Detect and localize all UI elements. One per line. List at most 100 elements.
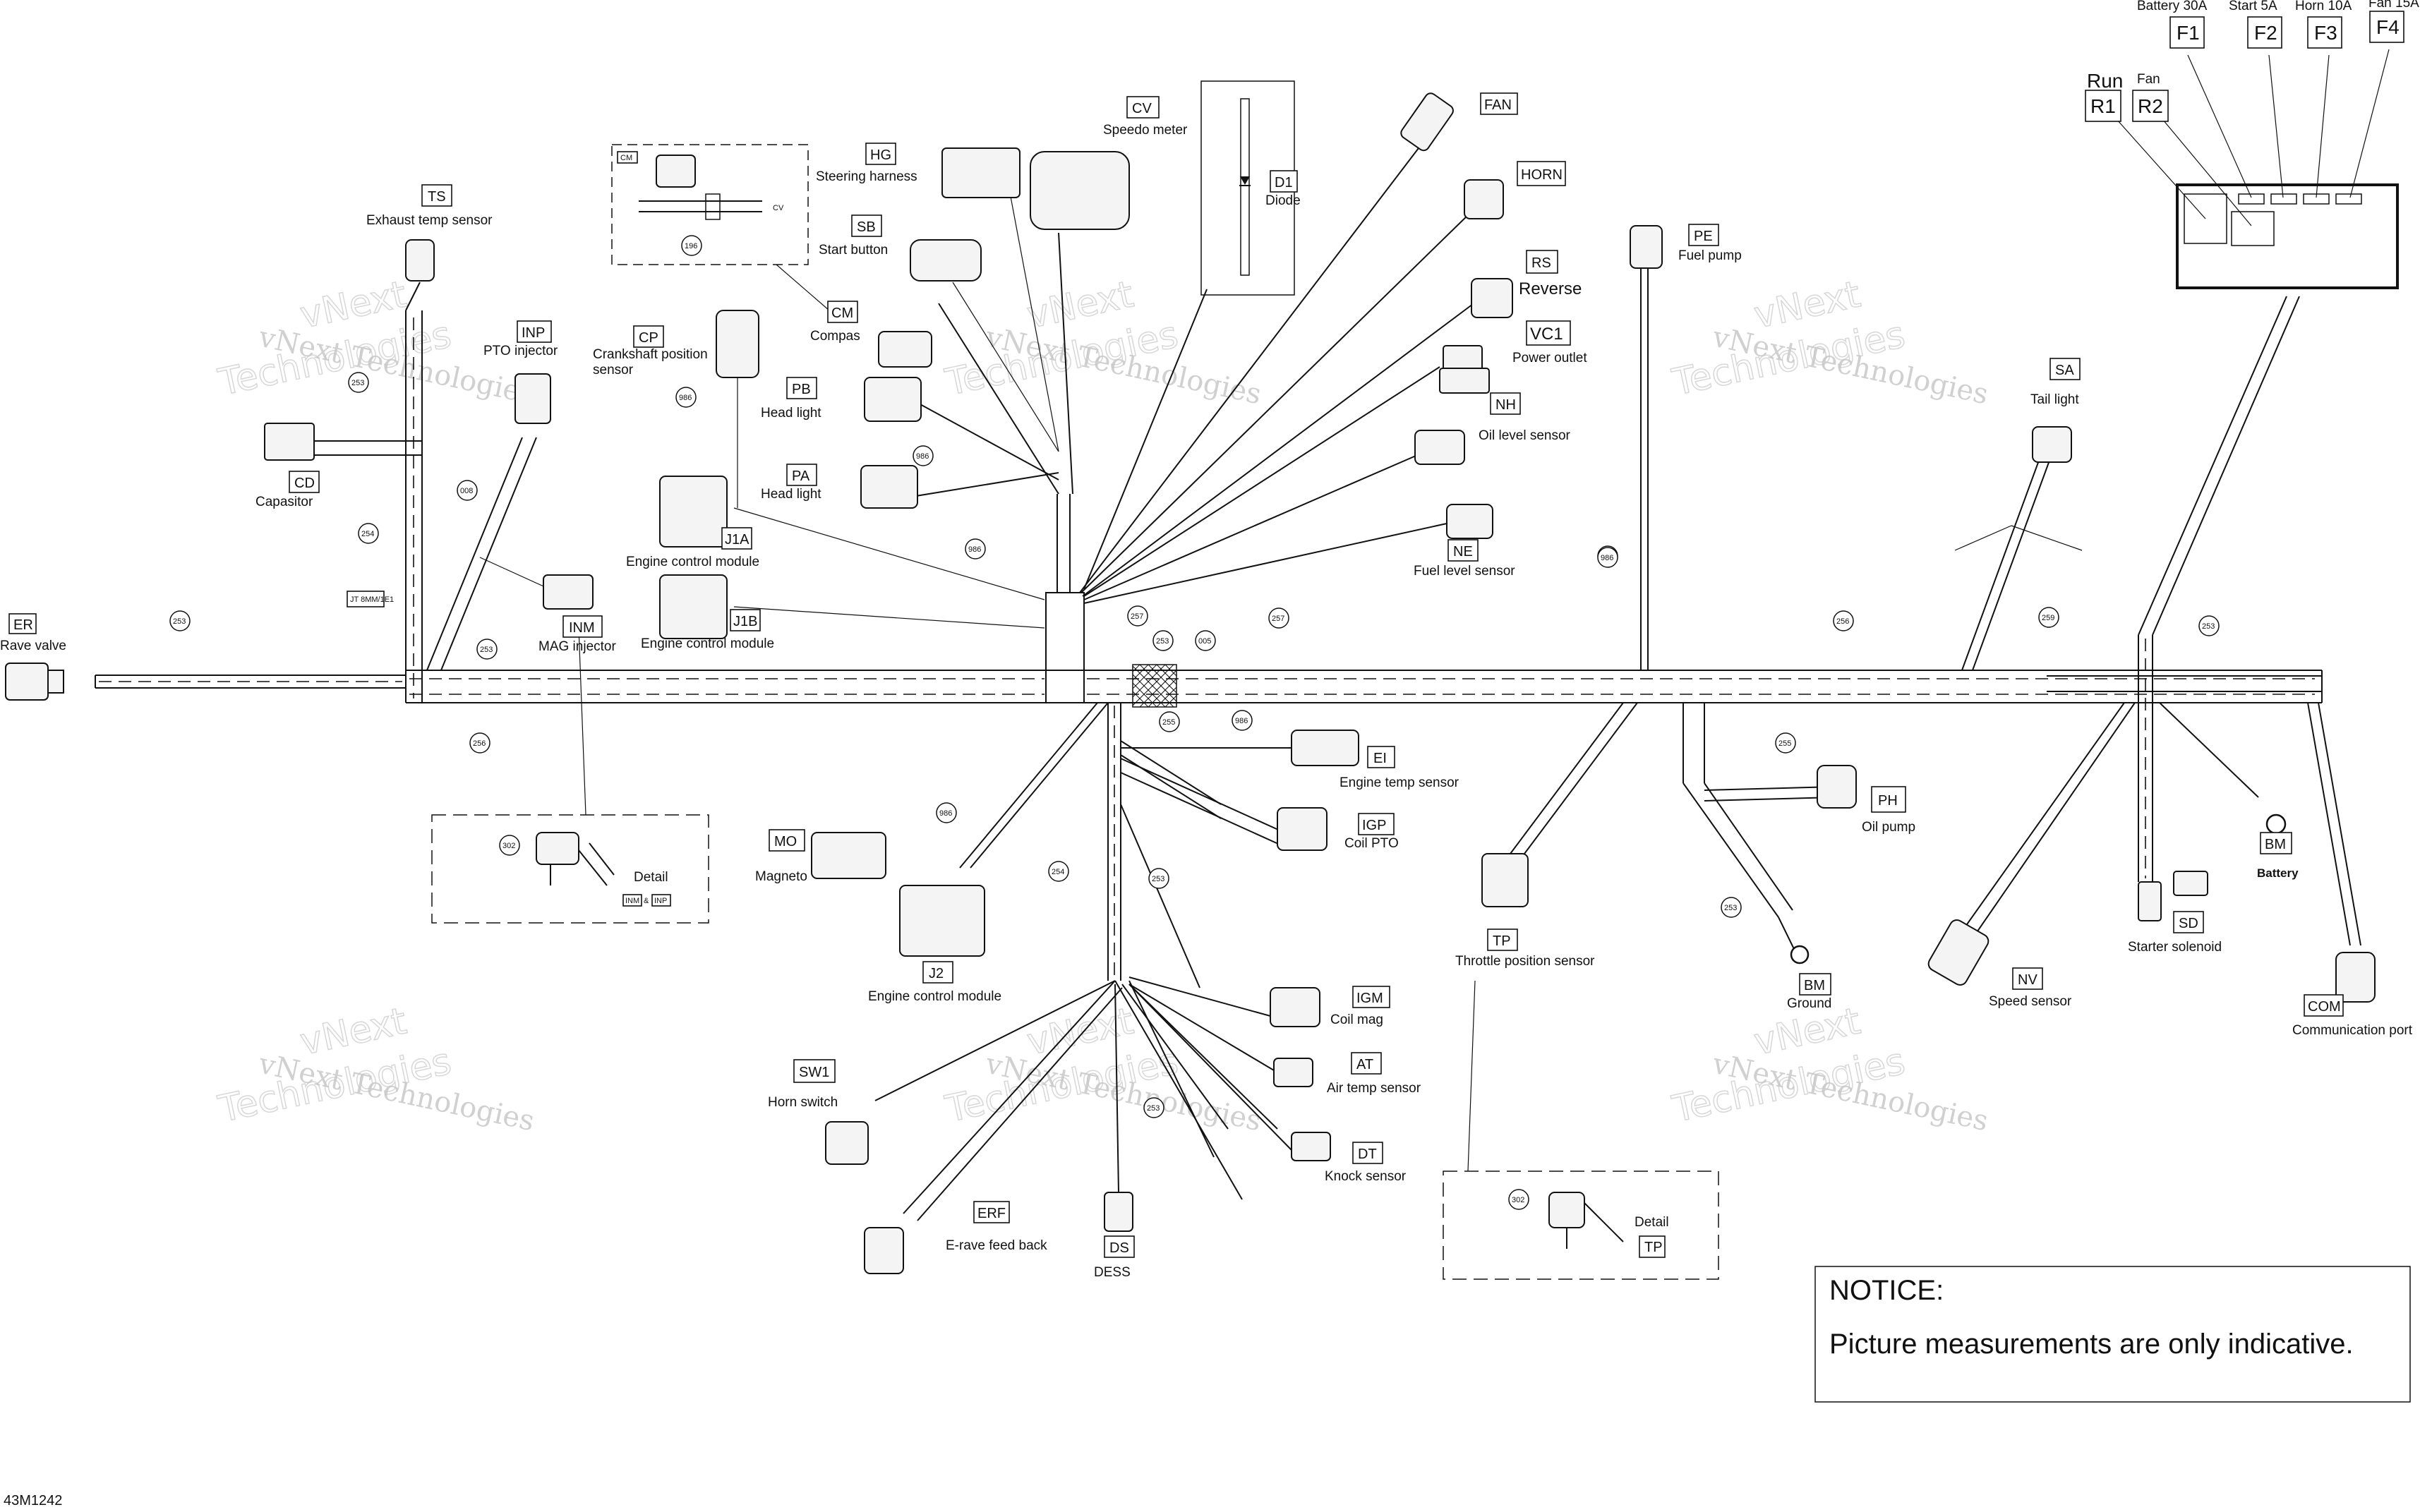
code-sd: SD	[2179, 916, 2198, 931]
fuse-f2-code: F2	[2254, 22, 2277, 44]
diode-label: Diode	[1265, 193, 1301, 208]
ref-bubble: 253	[1152, 875, 1164, 883]
code-horn: HORN	[1521, 167, 1563, 183]
ref-bubble: 986	[679, 394, 692, 402]
diode-code: D1	[1275, 175, 1293, 190]
label-nh: Oil level sensor	[1479, 428, 1571, 443]
reference-bubbles: 253 253 254 253 256 008 253 986 986 986 …	[169, 372, 2220, 1118]
code-rs: RS	[1531, 255, 1551, 271]
detail-right: 302 Detail TP	[1443, 980, 1719, 1280]
label-ei: Engine temp sensor	[1340, 775, 1459, 790]
detail-left-tag2: INP	[654, 897, 667, 905]
label-tp: Throttle position sensor	[1455, 954, 1595, 969]
code-nh: NH	[1495, 397, 1516, 413]
fuse-f4-label: Fan 15A	[2368, 0, 2419, 11]
label-inm: MAG injector	[538, 639, 616, 654]
code-igm: IGM	[1356, 991, 1383, 1006]
ref-bubble: 255	[1778, 739, 1791, 748]
ref-bubble: 255	[1162, 718, 1175, 727]
code-j1a: J1A	[725, 532, 750, 548]
headlight-pa-connector-icon	[860, 465, 918, 509]
relay-r2-tag	[2132, 90, 2169, 122]
ref-bubble: 005	[1198, 637, 1211, 646]
label-pa: Head light	[761, 487, 821, 502]
ref-bubble: 254	[361, 530, 374, 538]
code-erf: ERF	[977, 1206, 1006, 1221]
code-ne: NE	[1453, 544, 1473, 560]
detail-left-tag1: INM	[625, 897, 639, 905]
horn-switch-connector-icon	[825, 1121, 869, 1165]
steering-harness-connector-icon	[941, 147, 1021, 198]
code-pe: PE	[1694, 229, 1713, 244]
ref-bubble: 253	[173, 617, 186, 626]
diagram-id: 43M1242	[4, 1493, 62, 1508]
jt-note: JT 8MM/1E1	[350, 595, 394, 604]
detail-right-tag: TP	[1644, 1240, 1663, 1255]
code-dt: DT	[1358, 1147, 1377, 1162]
compass-connector-icon	[878, 331, 932, 368]
engine-temp-sensor-connector-icon	[1291, 730, 1359, 766]
code-ds: DS	[1109, 1240, 1129, 1256]
label-bm: Battery	[2257, 866, 2299, 880]
code-nv: NV	[2018, 972, 2037, 988]
coil-mag-connector-icon	[1270, 987, 1320, 1027]
cm-detail-cv: CV	[773, 204, 784, 212]
label-j1b: Engine control module	[641, 636, 774, 651]
component-labels: ER Rave valve TS Exhaust temp sensor INP…	[0, 92, 2413, 1280]
ref-bubble: 257	[1272, 615, 1284, 623]
label-sb: Start button	[819, 243, 888, 258]
code-com: COM	[2308, 999, 2341, 1015]
dess-connector-icon	[1104, 1192, 1133, 1232]
diode-tag	[1270, 170, 1298, 193]
branch-wires	[311, 147, 2361, 1221]
ground-ring-icon	[1790, 945, 1810, 964]
label-mo: Magneto	[755, 869, 807, 884]
label-pe: Fuel pump	[1678, 248, 1742, 263]
code-cv: CV	[1132, 101, 1152, 116]
fuse-f2-label: Start 5A	[2229, 0, 2277, 13]
label-j1a: Engine control module	[626, 555, 759, 569]
connector-shapes	[5, 92, 2376, 1274]
watermark-group: vNext Technologies Technologies vNext vN…	[215, 273, 1992, 1138]
code-igp: IGP	[1362, 818, 1386, 833]
label-erf: E-rave feed back	[946, 1238, 1047, 1253]
code-at: AT	[1356, 1057, 1373, 1072]
code-pb: PB	[792, 382, 811, 397]
code-ei: EI	[1373, 751, 1387, 766]
reverse-connector-icon	[1471, 278, 1513, 318]
crankshaft-sensor-icon	[716, 310, 759, 378]
fan-connector-icon	[1400, 92, 1454, 152]
code-ts: TS	[428, 189, 446, 205]
main-harness	[95, 296, 2323, 981]
code-sa: SA	[2055, 363, 2074, 378]
oil-pump-connector-icon	[1817, 765, 1857, 809]
ref-bubble: 256	[1836, 617, 1849, 626]
fuse-f1-code: F1	[2177, 22, 2200, 44]
relay-r1-label: Run	[2087, 70, 2123, 92]
cm-detail-tag-text: CM	[620, 154, 632, 162]
fuse-f4-code: F4	[2376, 16, 2400, 38]
label-er: Rave valve	[0, 639, 66, 653]
code-inp: INP	[522, 325, 545, 341]
rave-valve-connector-icon	[5, 663, 49, 701]
ref-bubble: 259	[2042, 614, 2054, 622]
label-dt: Knock sensor	[1325, 1169, 1407, 1184]
ref-bubble: 253	[351, 379, 364, 387]
horn-connector-icon	[1464, 179, 1504, 219]
fuse-f3-label: Horn 10A	[2295, 0, 2352, 13]
label-cp-2: sensor	[593, 363, 634, 377]
ref-bubble: 256	[473, 739, 486, 748]
label-at: Air temp sensor	[1327, 1081, 1421, 1096]
label-nv: Speed sensor	[1989, 994, 2072, 1009]
headlight-pb-connector-icon	[864, 377, 922, 422]
fuse-f3-tag	[2307, 16, 2342, 49]
label-ds: DESS	[1094, 1265, 1131, 1280]
ref-bubble: 253	[480, 646, 493, 654]
label-sd: Starter solenoid	[2128, 940, 2222, 955]
compass-detail: CM CV 196	[611, 144, 830, 311]
capacitor-icon	[264, 423, 315, 461]
fuse-f1-tag	[2169, 16, 2205, 49]
label-com: Communication port	[2292, 1023, 2413, 1038]
ref-bubble: 986	[968, 545, 981, 554]
